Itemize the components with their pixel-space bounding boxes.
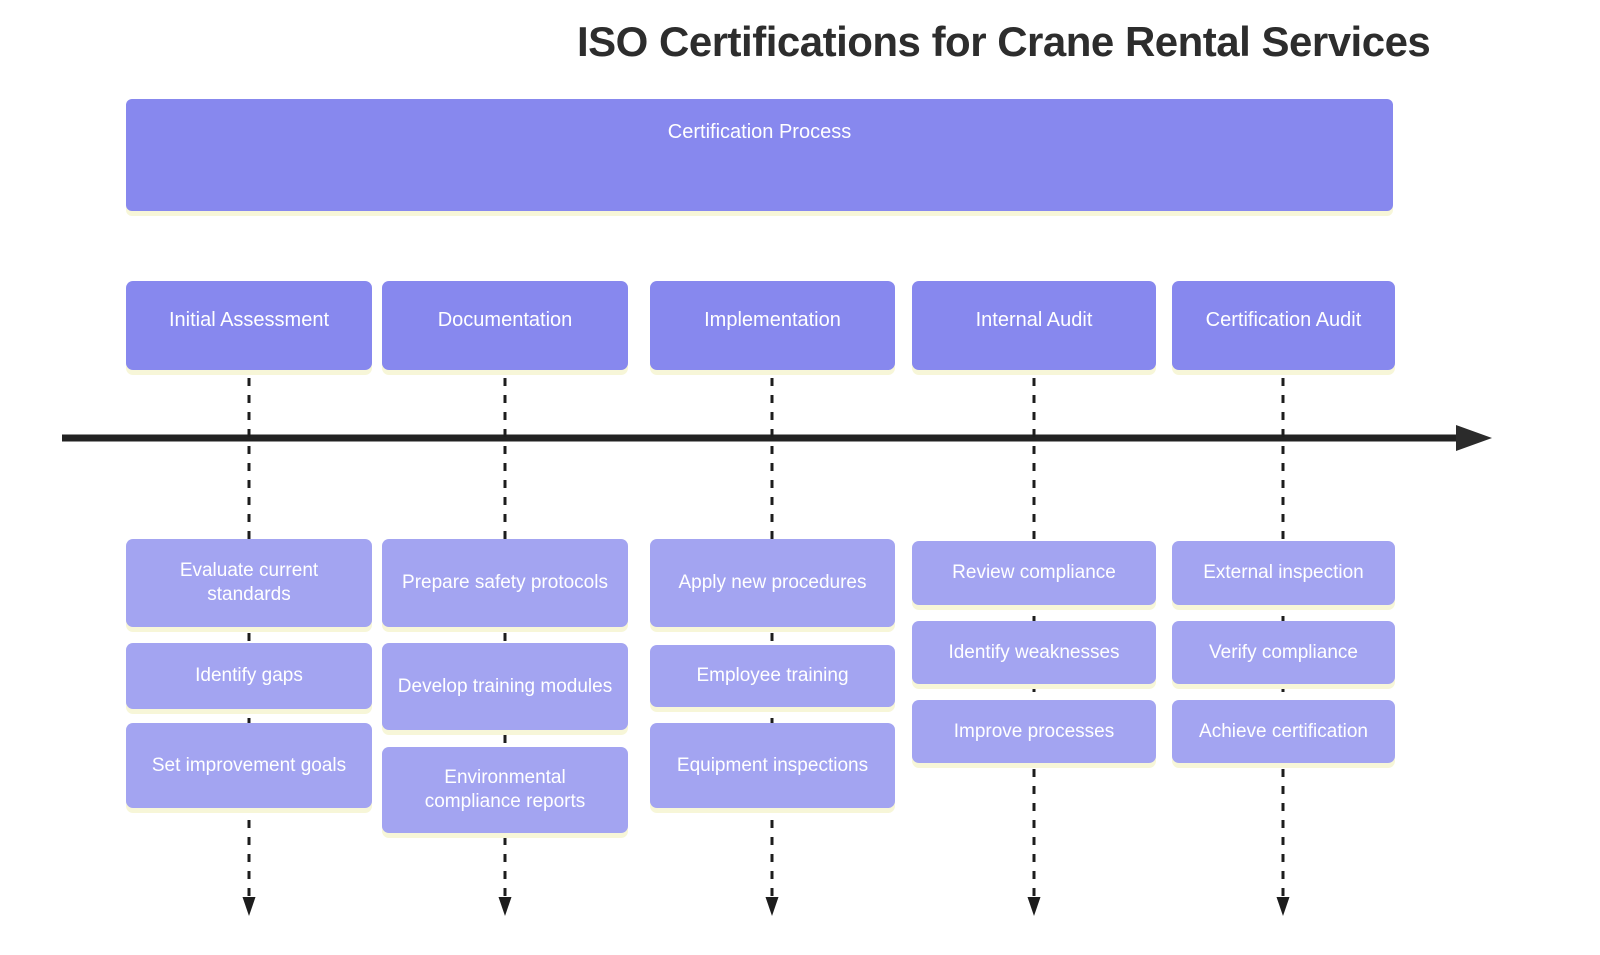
diagram-title: ISO Certifications for Crane Rental Serv… (577, 18, 1431, 65)
task-box-identify-weaknesses: Identify weaknesses (912, 621, 1156, 684)
task-box-apply-new-procedures: Apply new procedures (650, 539, 895, 627)
phase-box-implementation: Implementation (650, 281, 895, 370)
connector-arrowhead-implementation (765, 897, 779, 916)
connector-arrowhead-certification-audit (1276, 897, 1290, 916)
connector-arrowhead-initial-assessment (242, 897, 256, 916)
timeline-arrowhead-icon (1456, 425, 1492, 451)
phase-box-internal-audit: Internal Audit (912, 281, 1156, 370)
task-box-evaluate-current-standards: Evaluate current standards (126, 539, 372, 627)
connector-arrowhead-internal-audit (1027, 897, 1041, 916)
connector-arrowhead-documentation (498, 897, 512, 916)
task-box-set-improvement-goals: Set improvement goals (126, 723, 372, 808)
task-box-external-inspection: External inspection (1172, 541, 1395, 605)
task-box-review-compliance: Review compliance (912, 541, 1156, 605)
task-box-achieve-certification: Achieve certification (1172, 700, 1395, 763)
task-box-prepare-safety-protocols: Prepare safety protocols (382, 539, 628, 627)
task-box-improve-processes: Improve processes (912, 700, 1156, 763)
phase-box-certification-audit: Certification Audit (1172, 281, 1395, 370)
task-box-verify-compliance: Verify compliance (1172, 621, 1395, 684)
task-box-identify-gaps: Identify gaps (126, 643, 372, 709)
task-box-equipment-inspections: Equipment inspections (650, 723, 895, 808)
phase-box-initial-assessment: Initial Assessment (126, 281, 372, 370)
phase-box-documentation: Documentation (382, 281, 628, 370)
certification-process-banner: Certification Process (126, 99, 1393, 211)
task-box-environmental-compliance-reports: Environmental compliance reports (382, 747, 628, 833)
task-box-develop-training-modules: Develop training modules (382, 643, 628, 730)
task-box-employee-training: Employee training (650, 645, 895, 707)
